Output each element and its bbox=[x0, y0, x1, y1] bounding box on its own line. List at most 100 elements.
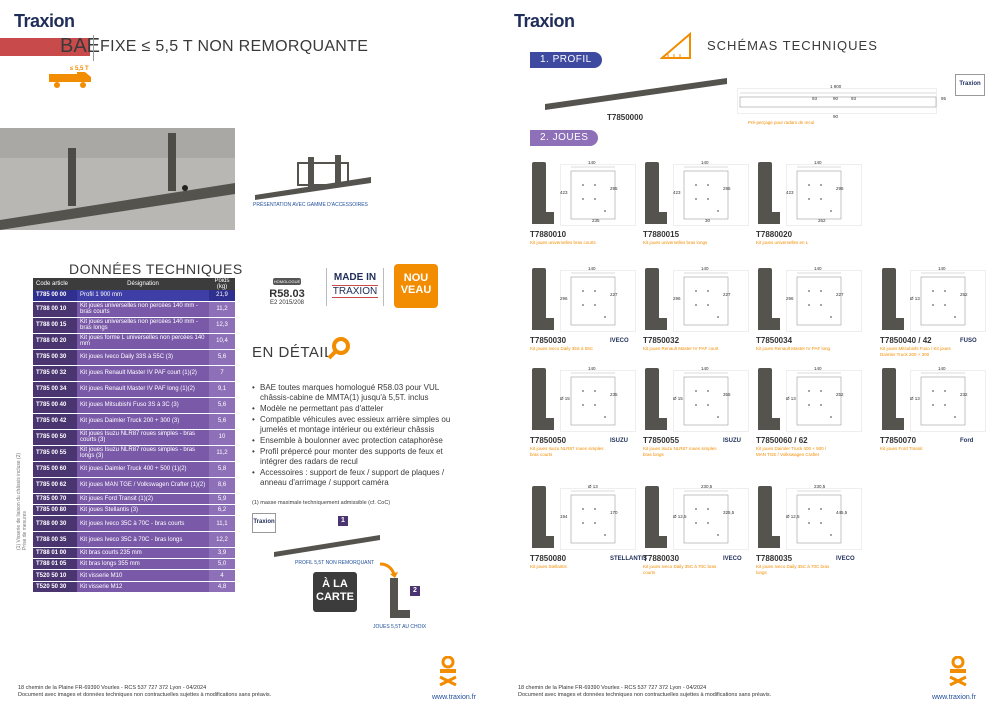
part-photo bbox=[530, 366, 556, 434]
part-code: T7850030 bbox=[530, 336, 567, 345]
part-code: T7880015 bbox=[643, 230, 680, 239]
dim-1: 140 bbox=[938, 266, 946, 271]
cell-poids: 5,8 bbox=[209, 461, 235, 478]
col-designation: Désignation bbox=[77, 278, 209, 290]
part-description: Kit joues Renault Master IV PAF court bbox=[643, 346, 719, 351]
detail-bullet: Profil prépercé pour monter des supports… bbox=[252, 447, 462, 467]
part-code: T7850080 bbox=[530, 554, 567, 563]
part-photo bbox=[880, 266, 906, 334]
dim-4: 262 bbox=[818, 218, 826, 223]
truck-icon bbox=[47, 66, 97, 90]
dim-3: 227 bbox=[723, 292, 731, 297]
weight-badge: ≤ 5,5 T bbox=[70, 66, 89, 72]
footer-disclaimer: Document avec images et données techniqu… bbox=[518, 692, 772, 698]
part-code: T7850040 / 42 bbox=[880, 336, 932, 345]
cell-poids: 8,6 bbox=[209, 477, 235, 494]
cell-poids: 12,3 bbox=[209, 317, 235, 334]
cell-code: T785 00 34 bbox=[33, 381, 77, 398]
dim-1: 140 bbox=[814, 266, 822, 271]
part-code: T7850050 bbox=[530, 436, 567, 445]
dim-3: 170 bbox=[610, 510, 618, 515]
dim-3: 295 bbox=[723, 186, 731, 191]
part-schema bbox=[560, 164, 636, 226]
title-separator bbox=[93, 35, 94, 61]
ruler-square-icon bbox=[659, 31, 694, 60]
part-description: Kit joues Daimler Truck 400 + 500 / MAN … bbox=[756, 446, 827, 457]
dim-3: 232 bbox=[960, 392, 968, 397]
profil-note: Pré-perçage pour radars de recul bbox=[748, 120, 815, 125]
website-link-left[interactable]: www.traxion.fr bbox=[432, 694, 476, 701]
hero-caption: PRÉSENTATION AVEC GAMME D'ACCESSOIRES bbox=[253, 202, 368, 208]
cell-code: T785 00 40 bbox=[33, 397, 77, 414]
profil-section-pill: 1. PROFIL bbox=[530, 52, 602, 68]
dim-2: 423 bbox=[560, 190, 568, 195]
table-side-note: (1) Visserie de liaison du châssis inclu… bbox=[16, 452, 28, 550]
dim-1: 140 bbox=[938, 366, 946, 371]
dim-2: Ø 15 bbox=[560, 396, 570, 401]
detail-bullet: Ensemble à boulonner avec protection cat… bbox=[252, 436, 462, 446]
dim-1: Ø 13 bbox=[588, 484, 598, 489]
magnifier-icon bbox=[327, 336, 351, 360]
cell-code: T788 00 20 bbox=[33, 333, 77, 350]
schemas-techniques-title: SCHÉMAS TECHNIQUES bbox=[707, 38, 878, 53]
cell-code: T788 00 30 bbox=[33, 515, 77, 533]
made-in-traxion-badge: MADE IN TRAXION bbox=[326, 268, 384, 306]
table-header: Code article Désignation Poids (kg) bbox=[33, 278, 235, 290]
dim-2: Ø 13 bbox=[910, 296, 920, 301]
part-photo bbox=[756, 366, 782, 434]
cell-poids: 12,2 bbox=[209, 531, 235, 549]
detail-bullets: BAE toutes marques homologué R58.03 pour… bbox=[252, 383, 462, 489]
category-label: BAE bbox=[60, 35, 101, 57]
en-detail-title: EN DÉTAIL bbox=[252, 344, 333, 361]
traxion-small-logo: Traxion bbox=[252, 513, 276, 533]
part-code: T7850055 bbox=[643, 436, 680, 445]
cell-designation: Kit joues Mitsubishi Fuso 3S à 3C (3) bbox=[77, 397, 209, 414]
homologation-tag: HOMOLOGUÉ bbox=[272, 278, 302, 285]
cell-designation: Kit joues Iveco 35C à 70C - bras courts bbox=[77, 515, 209, 533]
cell-designation: Kit bras longs 355 mm bbox=[77, 558, 209, 571]
donnees-techniques-title: DONNÉES TECHNIQUES bbox=[69, 261, 243, 277]
cell-poids: 3,9 bbox=[209, 547, 235, 560]
cell-designation: Kit joues Stellantis (3) bbox=[77, 504, 209, 517]
cell-designation: Kit joues Iveco Daily 33S à 55C (3) bbox=[77, 349, 209, 366]
profil-schema bbox=[737, 88, 937, 114]
part-code: T7850070 bbox=[880, 436, 917, 445]
part-photo bbox=[643, 266, 669, 334]
accessories-photo bbox=[253, 155, 373, 200]
cell-code: T785 00 70 bbox=[33, 493, 77, 505]
profil-small-image bbox=[272, 530, 382, 558]
part-photo bbox=[880, 366, 906, 434]
detail-bullet: Accessoires : support de feux / support … bbox=[252, 468, 462, 488]
cell-designation: Kit visserie M12 bbox=[77, 581, 209, 593]
title-accent-bar bbox=[0, 38, 90, 56]
step-1-badge: 1 bbox=[338, 516, 348, 526]
cell-poids: 7 bbox=[209, 365, 235, 382]
cell-poids: 5,6 bbox=[209, 413, 235, 430]
dim-1: 140 bbox=[701, 266, 709, 271]
joue-small-image bbox=[388, 578, 412, 620]
dim-3: 227 bbox=[836, 292, 844, 297]
profil-dim-d: 90 bbox=[833, 114, 839, 119]
brand-logo: IVECO bbox=[723, 556, 742, 562]
website-link-right[interactable]: www.traxion.fr bbox=[932, 694, 976, 701]
made-in-brand: TRAXION bbox=[332, 285, 378, 298]
oex-logo-right bbox=[946, 655, 970, 687]
footer-right: 18 chemin de la Plaine FR-69390 Vourles … bbox=[518, 685, 771, 699]
cell-designation: Profil 1 900 mm bbox=[77, 290, 209, 302]
part-schema bbox=[673, 488, 749, 550]
step-2-badge: 2 bbox=[410, 586, 420, 596]
col-code: Code article bbox=[33, 278, 77, 290]
part-schema bbox=[910, 370, 986, 432]
joues-caption: JOUES 5,5T AU CHOIX bbox=[373, 624, 427, 630]
dim-4: 235 bbox=[592, 218, 600, 223]
dim-2: 296 bbox=[786, 296, 794, 301]
part-description: Kit joues Isuzu NLR87 roues simples bras… bbox=[643, 446, 717, 457]
